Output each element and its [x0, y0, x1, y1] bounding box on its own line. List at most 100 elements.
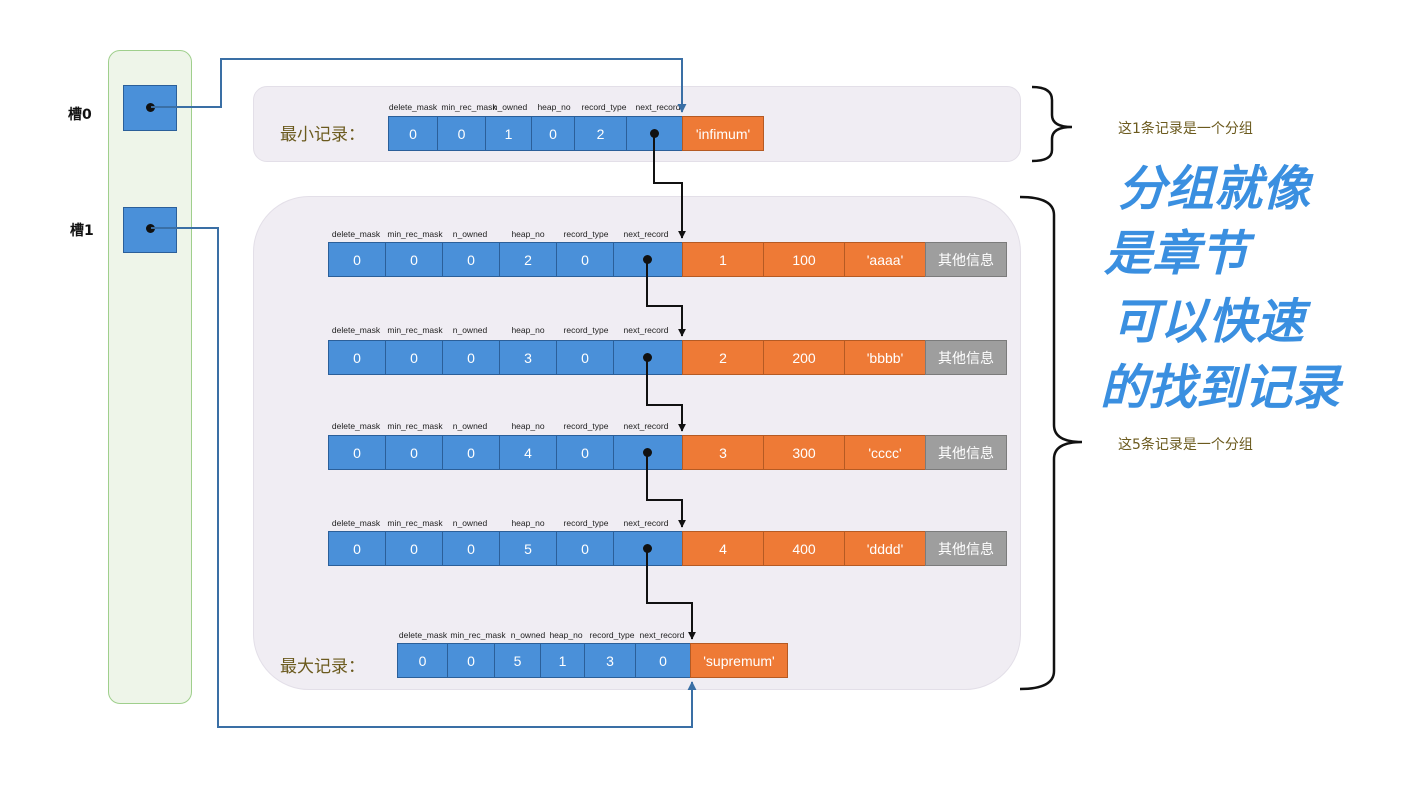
group-2-brace: [1019, 195, 1083, 691]
header-heap-no: heap_no: [549, 630, 583, 640]
header-delete-mask: delete_mask: [331, 518, 381, 528]
infimum-field: 2: [574, 116, 627, 151]
supremum-field: 0: [397, 643, 448, 678]
record-2-field: 0: [328, 340, 386, 375]
record-4-field: 0: [385, 531, 443, 566]
supremum-name: 'supremum': [690, 643, 788, 678]
group-1-note: 这1条记录是一个分组: [1118, 121, 1253, 137]
header-min-rec-mask: min_rec_mask: [387, 325, 443, 335]
next-record-link: [653, 133, 686, 239]
record-1-field: 0: [385, 242, 443, 277]
header-heap-no: heap_no: [511, 421, 545, 431]
record-3-field: 0: [442, 435, 500, 470]
slot-1-label: 槽1: [70, 223, 94, 239]
supremum-field: 3: [584, 643, 636, 678]
slot-1-link: [151, 227, 697, 728]
header-next-record: next_record: [639, 630, 685, 640]
header-min-rec-mask: min_rec_mask: [387, 518, 443, 528]
record-2-field: 3: [499, 340, 557, 375]
slot-0-label: 槽0: [68, 107, 92, 123]
infimum-label: 最小记录：: [280, 125, 365, 145]
header-min-rec-mask: min_rec_mask: [450, 630, 506, 640]
slot-1-pointer: [146, 224, 155, 233]
header-delete-mask: delete_mask: [398, 630, 448, 640]
record-3-other-info: 其他信息: [925, 435, 1007, 470]
header-delete-mask: delete_mask: [331, 421, 381, 431]
record-2-data: 2: [682, 340, 764, 375]
header-delete-mask: delete_mask: [388, 102, 438, 112]
record-3-data: 300: [763, 435, 845, 470]
handwriting-line: 可以快速: [1112, 294, 1312, 350]
handwritten-note: 分组就像 是章节 可以快速 的找到记录: [1100, 161, 1344, 416]
supremum-field: 1: [540, 643, 585, 678]
header-min-rec-mask: min_rec_mask: [387, 229, 443, 239]
header-delete-mask: delete_mask: [331, 325, 381, 335]
record-1-field: 0: [442, 242, 500, 277]
supremum-field: 5: [494, 643, 541, 678]
header-n-owned: n_owned: [452, 518, 488, 528]
infimum-name: 'infimum': [682, 116, 764, 151]
header-record-type: record_type: [581, 102, 627, 112]
header-record-type: record_type: [589, 630, 635, 640]
slot-directory: [108, 50, 192, 704]
header-record-type: record_type: [563, 518, 609, 528]
header-delete-mask: delete_mask: [331, 229, 381, 239]
header-heap-no: heap_no: [537, 102, 571, 112]
header-next-record: next_record: [623, 518, 669, 528]
header-heap-no: heap_no: [511, 325, 545, 335]
record-1-field: 2: [499, 242, 557, 277]
record-3-data: 3: [682, 435, 764, 470]
group-1-brace: [1031, 85, 1073, 163]
handwriting-line: 是章节: [1103, 226, 1256, 282]
header-record-type: record_type: [563, 421, 609, 431]
record-4-field: 0: [328, 531, 386, 566]
record-1-other-info: 其他信息: [925, 242, 1007, 277]
next-record-link: [646, 259, 686, 337]
record-3-field: 0: [556, 435, 614, 470]
header-next-record: next_record: [623, 229, 669, 239]
record-1-data: 'aaaa': [844, 242, 926, 277]
handwriting-line: 的找到记录: [1100, 360, 1344, 416]
header-next-record: next_record: [635, 102, 681, 112]
record-4-data: 4: [682, 531, 764, 566]
record-4-data: 400: [763, 531, 845, 566]
group-2-note: 这5条记录是一个分组: [1118, 437, 1253, 453]
record-1-field: 0: [328, 242, 386, 277]
record-2-field: 0: [442, 340, 500, 375]
supremum-field: 0: [447, 643, 495, 678]
handwriting-line: 分组就像: [1118, 161, 1314, 217]
record-4-other-info: 其他信息: [925, 531, 1007, 566]
header-n-owned: n_owned: [492, 102, 528, 112]
record-4-field: 0: [442, 531, 500, 566]
record-3-field: 4: [499, 435, 557, 470]
record-4-data: 'dddd': [844, 531, 926, 566]
record-1-data: 1: [682, 242, 764, 277]
header-record-type: record_type: [563, 229, 609, 239]
header-n-owned: n_owned: [452, 421, 488, 431]
record-3-data: 'cccc': [844, 435, 926, 470]
next-record-link: [646, 548, 696, 640]
header-min-rec-mask: min_rec_mask: [441, 102, 497, 112]
record-2-field: 0: [385, 340, 443, 375]
header-n-owned: n_owned: [452, 229, 488, 239]
header-next-record: next_record: [623, 421, 669, 431]
infimum-field: 0: [437, 116, 486, 151]
record-1-data: 100: [763, 242, 845, 277]
header-heap-no: heap_no: [511, 229, 545, 239]
supremum-label: 最大记录：: [280, 657, 365, 677]
infimum-field: 0: [388, 116, 438, 151]
header-n-owned: n_owned: [452, 325, 488, 335]
record-2-data: 200: [763, 340, 845, 375]
header-next-record: next_record: [623, 325, 669, 335]
header-record-type: record_type: [563, 325, 609, 335]
record-2-field: 0: [556, 340, 614, 375]
header-heap-no: heap_no: [511, 518, 545, 528]
header-n-owned: n_owned: [510, 630, 546, 640]
slot-0-pointer: [146, 103, 155, 112]
record-2-other-info: 其他信息: [925, 340, 1007, 375]
header-min-rec-mask: min_rec_mask: [387, 421, 443, 431]
slot-0-link: [151, 58, 687, 113]
infimum-field: 1: [485, 116, 532, 151]
next-record-link: [646, 357, 686, 432]
